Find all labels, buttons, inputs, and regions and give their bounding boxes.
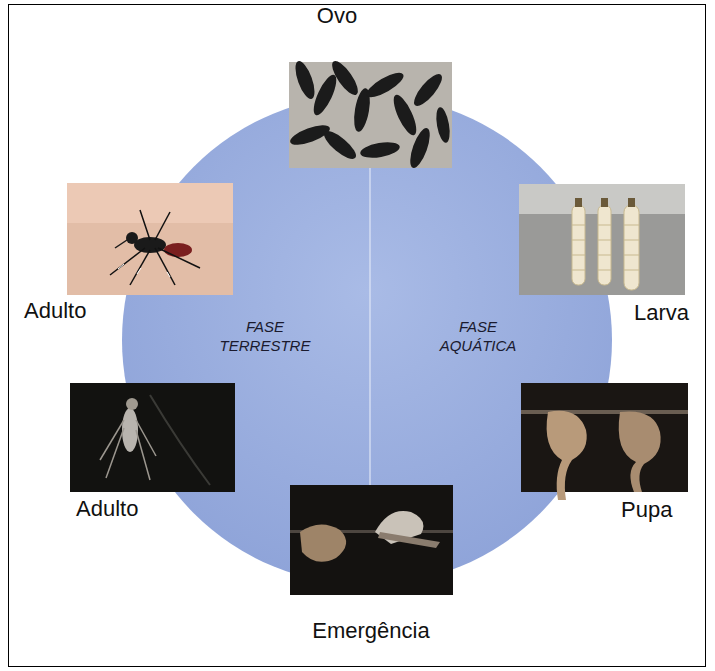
stage-label: Pupa <box>621 497 672 522</box>
stage-label: Emergência <box>312 618 429 643</box>
stage-label: Adulto <box>76 496 138 521</box>
stage-label: Ovo <box>317 3 357 28</box>
photo-stage: Adulto <box>70 383 235 492</box>
stage-label: Adulto <box>24 298 86 323</box>
photo-stage: Ovo <box>289 62 452 168</box>
photo-stage: Emergência <box>290 485 453 595</box>
stage-label: Larva <box>634 300 689 325</box>
phase-label: FASE AQUÁTICA <box>428 318 528 356</box>
photo-stage: Larva <box>519 184 685 295</box>
phase-label: FASE TERRESTRE <box>215 318 315 356</box>
photo-stage: Adulto <box>67 183 233 295</box>
photo-stage: Pupa <box>521 383 688 492</box>
